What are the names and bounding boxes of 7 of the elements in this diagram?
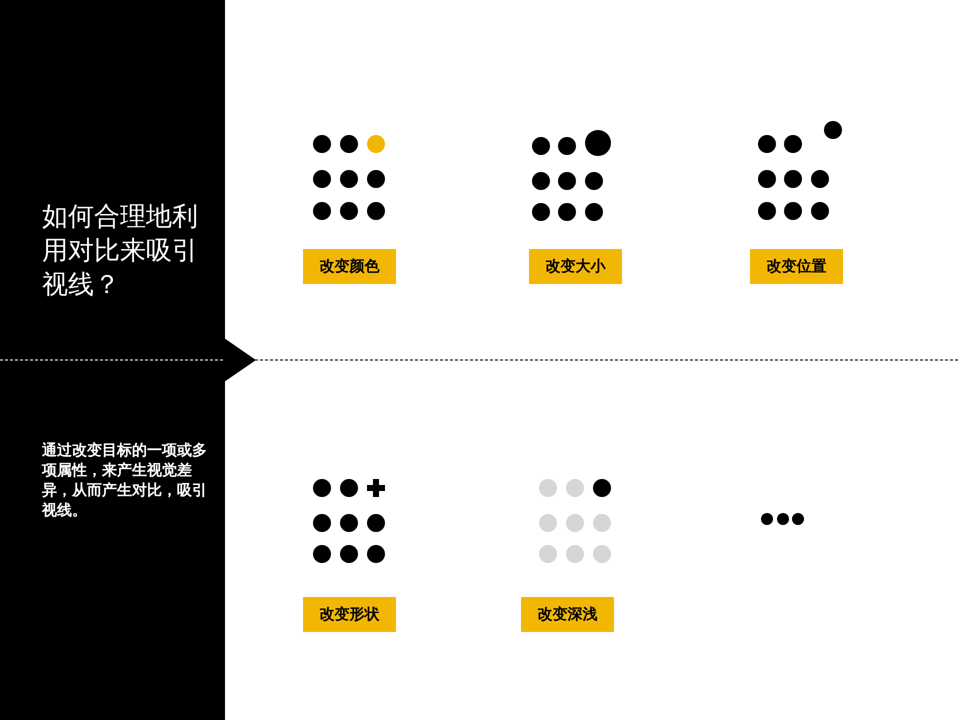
caption-tag: 改变位置 bbox=[750, 249, 843, 284]
caption-tag: 改变大小 bbox=[529, 249, 622, 284]
description-text: 通过改变目标的一项或多项属性，来产生视觉差异，从而产生对比，吸引视线。 bbox=[42, 440, 208, 520]
slide-title: 如何合理地利用对比来吸引视线？ bbox=[42, 201, 199, 302]
caption-tag: 改变深浅 bbox=[521, 597, 614, 632]
caption-tag: 改变形状 bbox=[303, 597, 396, 632]
caption-tag: 改变颜色 bbox=[303, 249, 396, 284]
